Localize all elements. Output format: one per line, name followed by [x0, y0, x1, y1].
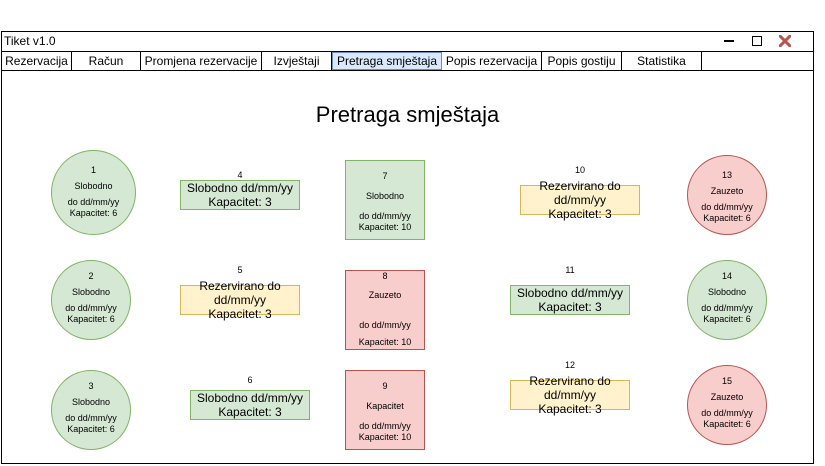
- room-12[interactable]: Rezervirano do dd/mm/yy Kapacitet: 3: [510, 374, 630, 416]
- room-number: 15: [721, 376, 732, 386]
- minimize-icon[interactable]: [720, 33, 738, 49]
- room-status: Slobodno dd/mm/yy: [186, 181, 294, 195]
- room-capacity: Kapacitet: 3: [218, 405, 282, 419]
- tab-popis-gostiju[interactable]: Popis gostiju: [542, 52, 622, 70]
- room-status: Slobodno dd/mm/yy: [516, 286, 624, 300]
- room-9[interactable]: 9 Kapacitet do dd/mm/yy Kapacitet: 10: [345, 370, 425, 450]
- room-status: Rezervirano do dd/mm/yy: [529, 374, 611, 402]
- room-capacity: Kapacitet: 10: [358, 222, 412, 232]
- room-number: 8: [382, 271, 388, 281]
- room-1[interactable]: 1 Slobodno do dd/mm/yy Kapacitet: 6: [51, 150, 136, 235]
- app-title: Tiket v1.0: [4, 34, 56, 48]
- room-capacity: Kapacitet: 6: [67, 314, 115, 324]
- room-capacity: Kapacitet: 10: [358, 432, 412, 442]
- tab-statistika[interactable]: Statistika: [622, 52, 702, 70]
- room-status: Rezervirano do dd/mm/yy: [199, 279, 281, 307]
- room-capacity: Kapacitet: 6: [703, 213, 751, 223]
- tab-racun[interactable]: Račun: [72, 52, 141, 70]
- room-5-number: 5: [237, 265, 243, 275]
- tab-promjena-rezervacije[interactable]: Promjena rezervacije: [141, 52, 262, 70]
- room-capacity: Kapacitet: 3: [538, 402, 602, 416]
- room-8[interactable]: 8 Zauzeto do dd/mm/yy Kapacitet: 10: [345, 270, 425, 350]
- room-status: Kapacitet: [366, 401, 404, 411]
- room-number: 3: [88, 381, 94, 391]
- room-15[interactable]: 15 Zauzeto do dd/mm/yy Kapacitet: 6: [687, 365, 767, 445]
- room-10-number: 10: [574, 165, 585, 175]
- maximize-icon[interactable]: [748, 33, 766, 49]
- tab-rezervacija[interactable]: Rezervacija: [2, 52, 72, 70]
- room-capacity: Kapacitet: 6: [703, 419, 751, 429]
- room-12-number: 12: [564, 360, 575, 370]
- room-status: Zauzeto: [368, 290, 402, 300]
- room-number: 1: [90, 165, 96, 175]
- room-until: do dd/mm/yy: [65, 303, 117, 313]
- room-2[interactable]: 2 Slobodno do dd/mm/yy Kapacitet: 6: [51, 260, 131, 340]
- room-3[interactable]: 3 Slobodno do dd/mm/yy Kapacitet: 6: [51, 370, 131, 450]
- room-number: 7: [382, 171, 388, 181]
- room-number: 2: [88, 271, 94, 281]
- room-capacity: Kapacitet: 10: [358, 337, 412, 347]
- room-until: do dd/mm/yy: [701, 202, 753, 212]
- room-status: Slobodno: [74, 181, 113, 191]
- room-status: Slobodno dd/mm/yy: [196, 391, 304, 405]
- room-until: do dd/mm/yy: [67, 197, 120, 207]
- room-until: do dd/mm/yy: [359, 421, 411, 431]
- room-4[interactable]: Slobodno dd/mm/yy Kapacitet: 3: [180, 180, 300, 210]
- title-bar: Tiket v1.0: [2, 32, 813, 51]
- room-capacity: Kapacitet: 6: [69, 208, 118, 218]
- room-until: do dd/mm/yy: [359, 320, 411, 330]
- room-capacity: Kapacitet: 3: [548, 207, 612, 221]
- room-10[interactable]: Rezervirano do dd/mm/yy Kapacitet: 3: [520, 179, 640, 221]
- tab-popis-rezervacija[interactable]: Popis rezervacija: [442, 52, 542, 70]
- room-11[interactable]: Slobodno dd/mm/yy Kapacitet: 3: [510, 285, 630, 315]
- room-5[interactable]: Rezervirano do dd/mm/yy Kapacitet: 3: [180, 279, 300, 321]
- room-status: Zauzeto: [710, 392, 744, 402]
- room-14[interactable]: 14 Slobodno do dd/mm/yy Kapacitet: 6: [687, 260, 767, 340]
- room-until: do dd/mm/yy: [701, 408, 753, 418]
- page-title: Pretraga smještaja: [315, 102, 500, 127]
- room-number: 9: [382, 381, 388, 391]
- room-status: Slobodno: [71, 397, 111, 407]
- room-6-number: 6: [247, 375, 253, 385]
- room-status: Slobodno: [365, 191, 405, 201]
- room-13[interactable]: 13 Zauzeto do dd/mm/yy Kapacitet: 6: [687, 155, 767, 235]
- room-until: do dd/mm/yy: [65, 413, 117, 423]
- room-capacity: Kapacitet: 3: [208, 195, 272, 209]
- room-status: Slobodno: [707, 287, 747, 297]
- room-11-number: 11: [565, 265, 575, 275]
- room-number: 14: [721, 271, 732, 281]
- close-icon[interactable]: [776, 33, 794, 49]
- room-7[interactable]: 7 Slobodno do dd/mm/yy Kapacitet: 10: [345, 160, 425, 240]
- room-4-number: 4: [237, 170, 243, 180]
- room-capacity: Kapacitet: 6: [67, 424, 115, 434]
- room-until: do dd/mm/yy: [359, 211, 411, 221]
- room-status: Zauzeto: [710, 186, 744, 196]
- tab-izvjestaji[interactable]: Izvještaji: [262, 52, 332, 70]
- tab-pretraga-smjestaja[interactable]: Pretraga smještaja: [332, 52, 442, 70]
- room-capacity: Kapacitet: 3: [208, 307, 272, 321]
- tab-bar: Rezervacija Račun Promjena rezervacije I…: [2, 51, 813, 71]
- room-number: 13: [721, 170, 732, 180]
- room-status: Slobodno: [71, 287, 111, 297]
- room-capacity: Kapacitet: 6: [703, 314, 751, 324]
- room-until: do dd/mm/yy: [701, 303, 753, 313]
- room-6[interactable]: Slobodno dd/mm/yy Kapacitet: 3: [190, 390, 310, 420]
- room-capacity: Kapacitet: 3: [538, 300, 602, 314]
- room-status: Rezervirano do dd/mm/yy: [539, 179, 621, 207]
